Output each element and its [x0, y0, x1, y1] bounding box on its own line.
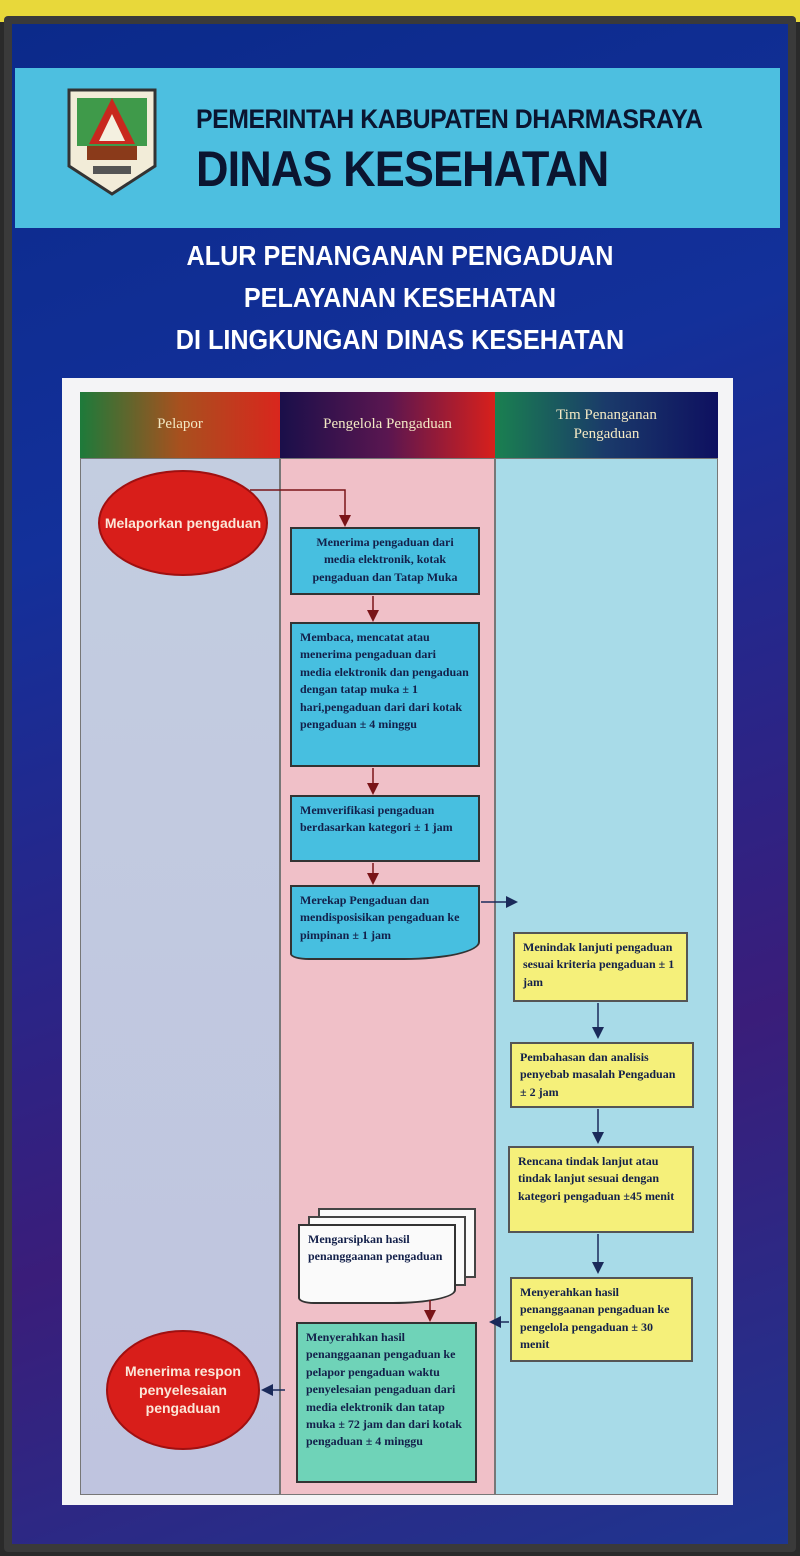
arrow-start-to-receive	[250, 489, 351, 527]
government-name: PEMERINTAH KABUPATEN DHARMASRAYA	[196, 104, 703, 134]
column-header-pengelola: Pengelola Pengaduan	[280, 392, 495, 458]
start-oval: Melaporkan pengaduan	[98, 470, 268, 576]
step-archive: Mengarsipkan hasil penanggaanan pengadua…	[298, 1224, 456, 1304]
step-read: Membaca, mencatat atau menerima pengadua…	[290, 622, 480, 767]
step-followup: Menindak lanjuti pengaduan sesuai kriter…	[513, 932, 688, 1002]
poster-title-line-1: ALUR PENANGANAN PENGADUAN	[186, 240, 614, 271]
column-header-tim: Tim Penanganan Pengaduan	[495, 392, 718, 458]
step-receive: Menerima pengaduan dari media elektronik…	[290, 527, 480, 595]
step-handover-reporter: Menyerahkan hasil penanggaanan pengaduan…	[296, 1322, 477, 1483]
end-oval: Menerima respon penyelesaian pengaduan	[106, 1330, 260, 1450]
lane-pelapor	[80, 458, 280, 1495]
coat-of-arms-logo	[67, 88, 157, 196]
step-analysis: Pembahasan dan analisis penyebab masalah…	[510, 1042, 694, 1108]
step-recap: Merekap Pengaduan dan mendisposisikan pe…	[290, 885, 480, 960]
poster-title-line-3: DI LINGKUNGAN DINAS KESEHATAN	[175, 324, 625, 355]
step-plan: Rencana tindak lanjut atau tindak lanjut…	[508, 1146, 694, 1233]
step-verify: Memverifikasi pengaduan berdasarkan kate…	[290, 795, 480, 862]
poster-title-line-2: PELAYANAN KESEHATAN	[243, 282, 557, 313]
agency-name: DINAS KESEHATAN	[196, 141, 609, 197]
step-handover-team: Menyerahkan hasil penanggaanan pengaduan…	[510, 1277, 693, 1362]
column-header-pelapor: Pelapor	[80, 392, 280, 458]
